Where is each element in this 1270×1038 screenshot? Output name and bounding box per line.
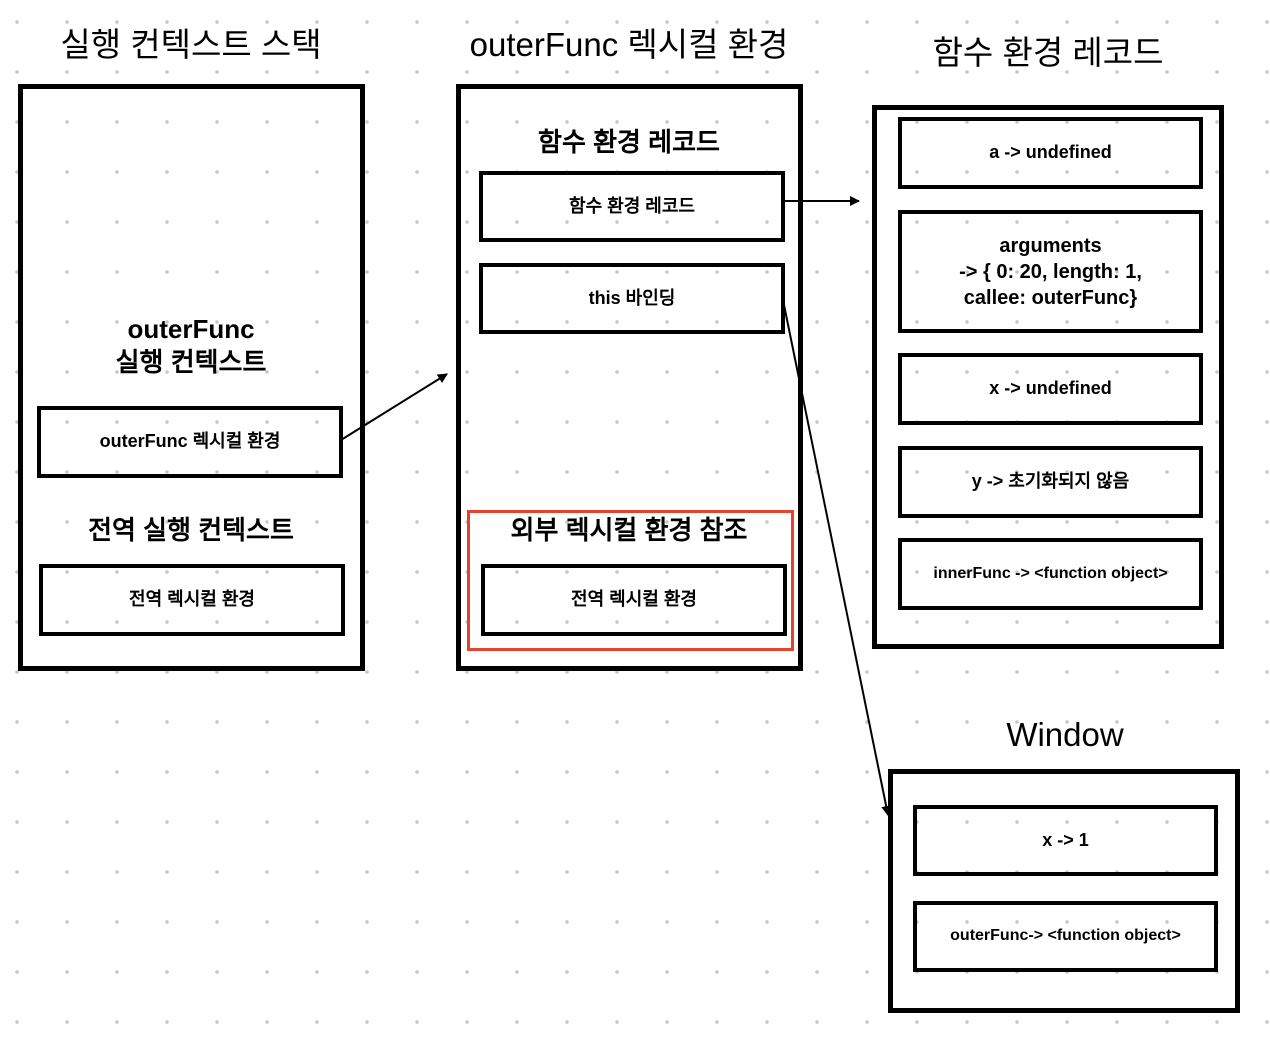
- record-item: innerFunc -> <function object>: [898, 538, 1203, 610]
- box-label: 전역 렉시컬 환경: [571, 589, 697, 610]
- env-record-heading: 함수 환경 레코드: [538, 127, 720, 157]
- box-label: 함수 환경 레코드: [569, 195, 695, 216]
- heading-line: outerFunc: [127, 314, 255, 344]
- env-record-frame: [872, 105, 1224, 649]
- global-context-heading: 전역 실행 컨텍스트: [88, 515, 294, 545]
- box-label: 전역 렉시컬 환경: [129, 589, 255, 610]
- box-label: outerFunc 렉시컬 환경: [99, 431, 281, 452]
- env-record-box: 함수 환경 레코드: [479, 171, 785, 242]
- heading-line: 실행 컨텍스트: [115, 346, 267, 377]
- window-item: outerFunc-> <function object>: [913, 901, 1218, 972]
- record-item-arguments: arguments -> { 0: 20, length: 1, callee:…: [898, 210, 1203, 333]
- record-item: a -> undefined: [898, 117, 1203, 189]
- lexical-env-title: outerFunc 렉시컬 환경: [469, 26, 789, 63]
- env-record-title: 함수 환경 레코드: [932, 34, 1164, 71]
- window-frame: [888, 769, 1240, 1013]
- outer-func-lexical-env-box: outerFunc 렉시컬 환경: [37, 406, 343, 478]
- global-lexical-env-box: 전역 렉시컬 환경: [39, 564, 345, 636]
- this-binding-box: this 바인딩: [479, 263, 785, 334]
- window-item: x -> 1: [913, 805, 1218, 876]
- arrow-to-lexical-env: [340, 373, 448, 441]
- execution-context-stack: [18, 84, 365, 671]
- box-label: innerFunc -> <function object>: [933, 564, 1168, 582]
- box-label: x -> undefined: [989, 378, 1112, 399]
- outer-reference-heading: 외부 렉시컬 환경 참조: [510, 515, 748, 545]
- box-label: outerFunc-> <function object>: [950, 927, 1181, 945]
- stack-title: 실행 컨텍스트 스택: [60, 26, 322, 63]
- box-label: arguments -> { 0: 20, length: 1, callee:…: [959, 234, 1142, 309]
- arrow-to-window: [782, 299, 892, 816]
- outer-func-context-heading: outerFunc 실행 컨텍스트: [116, 313, 267, 378]
- box-label: x -> 1: [1042, 829, 1089, 850]
- outer-reference-highlight: [467, 510, 794, 651]
- outer-reference-box: 전역 렉시컬 환경: [481, 564, 787, 636]
- box-label: y -> 초기화되지 않음: [971, 471, 1130, 492]
- lexical-environment-frame: [456, 84, 803, 671]
- record-item: x -> undefined: [898, 353, 1203, 425]
- box-label: a -> undefined: [989, 142, 1112, 163]
- box-label: this 바인딩: [588, 287, 676, 308]
- record-item: y -> 초기화되지 않음: [898, 446, 1203, 518]
- window-title: Window: [1006, 716, 1124, 753]
